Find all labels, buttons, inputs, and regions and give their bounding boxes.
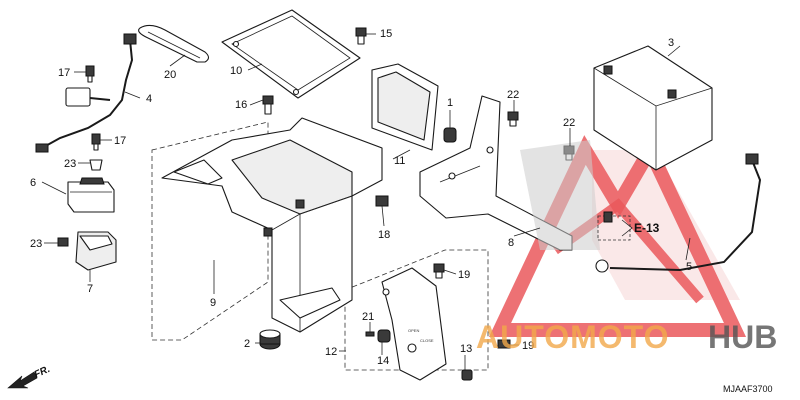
- label-part-18: 18: [378, 229, 390, 241]
- label-part-1: 1: [447, 97, 453, 109]
- part-labels: 1 2 3 4 5 6 7 8 9 10 11 12 13 14 15 16 1…: [30, 28, 692, 367]
- part-bolt-16: [262, 95, 274, 115]
- cover-text-close: CLOSE: [420, 338, 434, 343]
- group-box-9: [151, 121, 269, 341]
- part-bolt-19b: [497, 339, 511, 349]
- part-rubber-band: [138, 24, 210, 63]
- part-bolt-22a: [507, 111, 519, 127]
- part-relay: [67, 177, 115, 213]
- part-wire-harness: [35, 33, 137, 153]
- part-battery-cable: [595, 153, 762, 273]
- label-part-3: 3: [668, 37, 674, 49]
- part-grommet-2: [259, 329, 281, 350]
- label-part-15: 15: [380, 28, 392, 40]
- label-part-22a: 22: [507, 89, 519, 101]
- label-part-7: 7: [87, 283, 93, 295]
- hatched-region: [520, 140, 600, 250]
- label-part-5: 5: [686, 261, 692, 273]
- label-part-10: 10: [230, 65, 242, 77]
- part-bolt-15: [355, 27, 367, 45]
- watermark-text-hub: HUB: [708, 319, 777, 355]
- label-part-9: 9: [210, 297, 216, 309]
- label-part-14: 14: [377, 355, 389, 367]
- label-part-17a: 17: [58, 67, 70, 79]
- label-part-19b: 19: [522, 340, 534, 352]
- label-part-16: 16: [235, 99, 247, 111]
- label-part-13: 13: [460, 343, 472, 355]
- leader-lines: [41, 33, 691, 370]
- watermark-text-automoto: AUTOMOTO: [476, 319, 669, 355]
- part-battery-box: [161, 117, 383, 333]
- front-direction-label: FR.: [33, 364, 52, 381]
- label-part-23b: 23: [30, 238, 42, 250]
- part-clip-18: [375, 195, 389, 207]
- part-cover-plate: [221, 9, 361, 99]
- drawing-code: MJAAF3700: [723, 384, 773, 394]
- label-part-19a: 19: [458, 269, 470, 281]
- part-bolt-19a: [433, 263, 445, 279]
- label-part-12: 12: [325, 346, 337, 358]
- label-part-8: 8: [508, 237, 514, 249]
- part-screw-13: [461, 369, 473, 381]
- front-direction-arrow: [7, 371, 38, 389]
- part-clip-23a: [89, 159, 103, 171]
- part-pad: [371, 63, 439, 151]
- part-clip-23b: [57, 237, 69, 247]
- label-part-11: 11: [394, 155, 405, 167]
- label-part-22b: 22: [563, 117, 575, 129]
- part-grommet-14: [377, 329, 391, 343]
- cover-text-open: OPEN: [408, 328, 419, 333]
- reference-e13-marker: [597, 211, 633, 241]
- label-part-17b: 17: [114, 135, 126, 147]
- part-relay-cover: [75, 231, 117, 271]
- part-pin-21: [365, 331, 375, 337]
- group-box-12: [344, 249, 489, 371]
- label-part-2: 2: [244, 338, 250, 350]
- part-bolt-17b: [91, 133, 101, 151]
- reference-label: E-13: [634, 221, 660, 235]
- part-side-cover: [381, 267, 447, 381]
- label-part-20: 20: [164, 69, 176, 81]
- label-part-6: 6: [30, 177, 36, 189]
- part-fuse: [443, 127, 457, 143]
- label-part-23a: 23: [64, 158, 76, 170]
- label-part-21: 21: [362, 311, 374, 323]
- part-bolt-17a: [85, 65, 95, 83]
- label-part-4: 4: [146, 93, 152, 105]
- part-battery: [593, 45, 713, 171]
